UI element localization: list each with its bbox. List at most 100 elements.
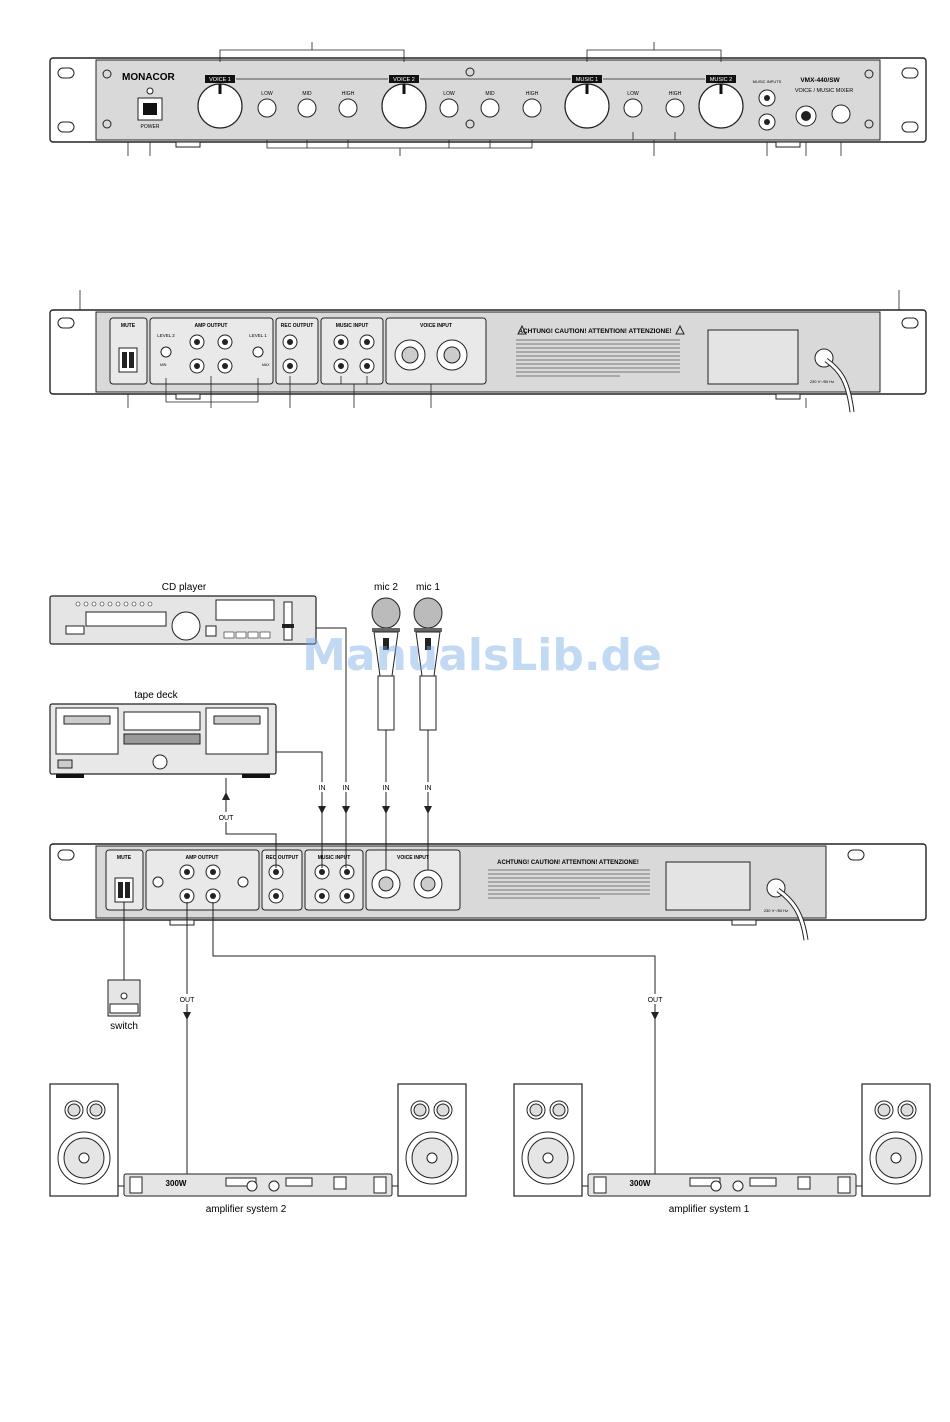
mute-label: MUTE (117, 855, 132, 861)
in-label: IN (343, 785, 350, 792)
amp-system-1-label: amplifier system 1 (669, 1204, 750, 1215)
switch-label: switch (110, 1021, 138, 1032)
voice2-level-knob[interactable] (381, 83, 427, 129)
eq-mid-label: MID (302, 91, 312, 97)
channel-label-voice1: VOICE 1 (209, 77, 231, 83)
mixer-rear-connection: MUTE AMP OUTPUT REC OUTPUT MUSIC INPUT V… (49, 843, 927, 941)
voice1-low-knob[interactable] (257, 98, 277, 118)
in-label: IN (319, 785, 326, 792)
amp-system-2-label: amplifier system 2 (206, 1204, 287, 1215)
eq-mid-label: MID (485, 91, 495, 97)
music-inputs-label: MUSIC INPUTS (753, 79, 782, 84)
arrow-down-icon (183, 1012, 191, 1020)
cd-jog-wheel[interactable] (171, 611, 201, 641)
arrow-down-icon (318, 806, 326, 814)
amp-knob[interactable] (246, 1180, 258, 1192)
brand-logo: MONACOR (122, 72, 176, 83)
amp-output-jacks[interactable] (189, 334, 233, 374)
mute-label: MUTE (121, 323, 136, 329)
mic1-label: mic 1 (416, 582, 440, 593)
level1-label: LEVEL 1 (249, 333, 267, 338)
voice2-mid-knob[interactable] (480, 98, 500, 118)
model-label: VMX-440/SW (800, 77, 840, 84)
screw-icon (864, 119, 874, 129)
level2-trimmer[interactable] (160, 346, 172, 358)
power-label: POWER (141, 124, 160, 130)
callout-bracket (586, 42, 722, 62)
amp-output-label: AMP OUTPUT (195, 323, 228, 329)
level2-label: LEVEL 2 (157, 333, 175, 338)
out-label: OUT (180, 997, 196, 1004)
cd-pitch-fader[interactable] (283, 601, 293, 641)
music-input-label: MUSIC INPUT (318, 855, 351, 861)
screw-icon (465, 119, 475, 129)
out-label: OUT (219, 815, 235, 822)
rec-output-label: REC OUTPUT (266, 855, 299, 861)
eq-low-label: LOW (261, 91, 273, 97)
voice1-mid-knob[interactable] (297, 98, 317, 118)
screw-icon (465, 67, 475, 77)
eq-high-label: HIGH (669, 91, 682, 97)
amp-knob[interactable] (710, 1180, 722, 1192)
music-high-knob[interactable] (665, 98, 685, 118)
arrow-down-icon (651, 1012, 659, 1020)
music-low-knob[interactable] (623, 98, 643, 118)
warning-icon (675, 324, 685, 335)
mute-terminal[interactable] (118, 347, 138, 373)
mains-label: 230 V~/50 Hz (810, 379, 834, 384)
arrow-down-icon (342, 806, 350, 814)
music1-level-knob[interactable] (564, 83, 610, 129)
cd-player: CD player (49, 582, 317, 645)
voice2-high-knob[interactable] (522, 98, 542, 118)
power-led (146, 87, 154, 95)
warning-fineprint (516, 339, 680, 377)
speaker (397, 1083, 467, 1197)
headphone-level-knob[interactable] (831, 104, 851, 124)
channel-label-voice2: VOICE 2 (393, 77, 415, 83)
screw-icon (864, 69, 874, 79)
tape-deck-label: tape deck (134, 690, 178, 701)
arrow-up-icon (222, 792, 230, 800)
amp-power-label: 300W (630, 1179, 651, 1188)
tape-deck: tape deck (49, 690, 277, 778)
microphone-1: mic 1 (413, 582, 443, 731)
cd-display (215, 599, 275, 621)
level1-trimmer[interactable] (252, 346, 264, 358)
out-label: OUT (648, 997, 664, 1004)
mic2-label: mic 2 (374, 582, 398, 593)
amp-knob[interactable] (732, 1180, 744, 1192)
rec-output-jacks[interactable] (282, 334, 298, 374)
eq-low-label: LOW (443, 91, 455, 97)
rec-output-label: REC OUTPUT (281, 323, 314, 329)
amp-output-label: AMP OUTPUT (186, 855, 219, 861)
voice-input-jacks[interactable] (394, 339, 468, 371)
mains-label: 230 V~/50 Hz (764, 908, 788, 913)
callout-bracket (632, 132, 676, 156)
rear-callouts (127, 376, 807, 408)
amp-knob[interactable] (268, 1180, 280, 1192)
label-area (707, 329, 799, 385)
channel-label-music2: MUSIC 2 (710, 77, 732, 83)
voice-input-label: VOICE INPUT (397, 855, 429, 861)
screw-icon (102, 69, 112, 79)
eq-low-label: LOW (627, 91, 639, 97)
cd-power-button[interactable] (65, 625, 85, 635)
music-input-jacks[interactable] (333, 334, 375, 374)
callout-bracket (266, 140, 533, 156)
microphone-2: mic 2 (371, 582, 401, 731)
tape-volume-knob[interactable] (152, 754, 168, 770)
warning-label: ACHTUNG! CAUTION! ATTENTION! ATTENZIONE! (497, 860, 639, 866)
arrow-down-icon (424, 806, 432, 814)
min-label: MIN (160, 363, 167, 367)
amp-power-switch[interactable] (797, 1176, 811, 1190)
amp-power-switch[interactable] (333, 1176, 347, 1190)
music2-level-knob[interactable] (698, 83, 744, 129)
voice1-high-knob[interactable] (338, 98, 358, 118)
rear-panel: MUTE AMP OUTPUT REC OUTPUT MUSIC INPUT V… (49, 290, 927, 413)
voice2-low-knob[interactable] (439, 98, 459, 118)
voice1-level-knob[interactable] (197, 83, 243, 129)
arrow-down-icon (382, 806, 390, 814)
eq-high-label: HIGH (342, 91, 355, 97)
eq-high-label: HIGH (526, 91, 539, 97)
